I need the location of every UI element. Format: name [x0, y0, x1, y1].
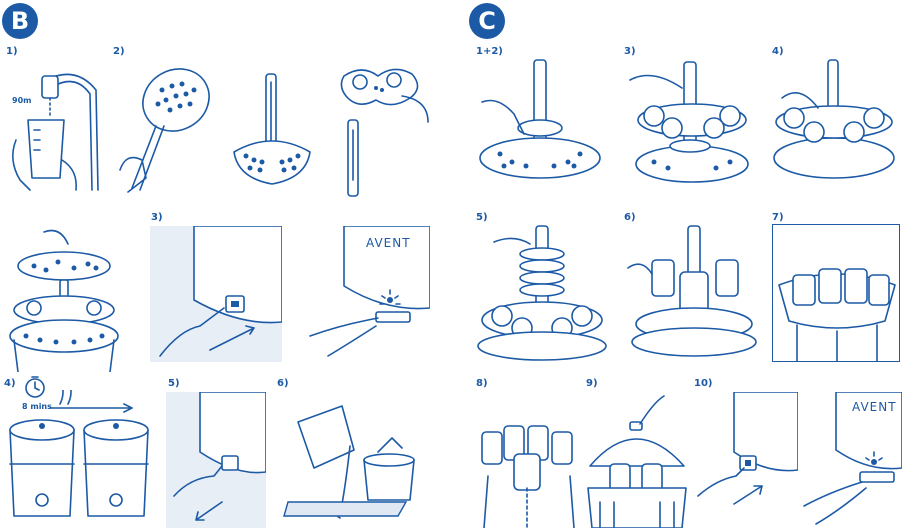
- illustration-switch-on: AVENT: [298, 226, 430, 362]
- illustration-c-loaded: [772, 224, 900, 362]
- step-b6-label: 6): [277, 378, 289, 389]
- illustration-empty-water: [280, 392, 426, 528]
- step-c7-label: 7): [772, 212, 784, 223]
- c-lid-drawing: [587, 395, 687, 528]
- c-stack-rings-drawing: [477, 225, 607, 361]
- step-b3-label: 3): [151, 212, 163, 223]
- brand-avent-top: AVENT: [366, 236, 411, 250]
- unplug-drawing: [173, 392, 266, 521]
- c-bottles-drawing: [627, 225, 757, 357]
- brush-drawing: [119, 68, 210, 193]
- c-tray-rings-drawing: [629, 61, 749, 183]
- illustration-stack-trays: [4, 222, 124, 372]
- step-b2-label: 2): [113, 46, 125, 57]
- faucet-cup-drawing: [12, 73, 99, 191]
- section-c-badge: C: [469, 3, 505, 39]
- illustration-rod-base: [226, 60, 318, 198]
- illustration-c-base-rod: [474, 58, 614, 186]
- illustration-c-stack-rings: [474, 224, 614, 364]
- c-loaded-drawing: [778, 268, 896, 361]
- step-b5-label: 5): [168, 378, 180, 389]
- illustration-c-bottles: [622, 224, 766, 364]
- section-b-badge: B: [2, 3, 38, 39]
- rod-base-drawing: [233, 73, 311, 185]
- water-amount-label: 90m: [12, 96, 32, 105]
- plug-in-drawing: [150, 226, 282, 362]
- c-plug-drawing: [697, 392, 798, 505]
- c-switch-drawing: [803, 392, 902, 525]
- illustration-tray-rod: [332, 60, 434, 198]
- illustration-c-bottles-row: [474, 392, 584, 528]
- stopwatch-icon: [22, 374, 48, 400]
- c-nipples-drawing: [773, 59, 895, 179]
- step-c10-label: 10): [694, 378, 713, 389]
- step-c5-label: 5): [476, 212, 488, 223]
- illustration-timer-steam: 8 mins: [4, 390, 154, 528]
- step-c8-label: 8): [476, 378, 488, 389]
- c-bottles-row-drawing: [481, 425, 575, 528]
- c-base-rod-drawing: [479, 59, 601, 179]
- illustration-c-switch: AVENT: [800, 392, 902, 528]
- illustration-unplug: [166, 392, 266, 528]
- illustration-c-tray-rings: [622, 58, 766, 186]
- switch-on-drawing: [309, 226, 430, 357]
- illustration-fill-water: 90m: [6, 60, 106, 198]
- tray-rod-drawing: [340, 68, 429, 197]
- step-c6-label: 6): [624, 212, 636, 223]
- illustration-c-plug: [694, 392, 798, 528]
- timer-label: 8 mins: [22, 402, 52, 411]
- step-c12-label: 1+2): [476, 46, 503, 57]
- empty-water-drawing: [283, 405, 415, 519]
- step-c3-label: 3): [624, 46, 636, 57]
- step-b4-label: 4): [4, 378, 16, 389]
- stack-trays-drawing: [9, 229, 119, 372]
- timer-steam-drawing: [9, 390, 149, 517]
- step-b1-label: 1): [6, 46, 18, 57]
- illustration-clean-brush: [112, 60, 212, 198]
- illustration-c-nipples: [770, 58, 900, 186]
- brand-avent-bottom: AVENT: [852, 400, 897, 414]
- illustration-plug-in: [150, 226, 282, 362]
- step-c9-label: 9): [586, 378, 598, 389]
- step-c4-label: 4): [772, 46, 784, 57]
- illustration-c-lid: [584, 392, 690, 528]
